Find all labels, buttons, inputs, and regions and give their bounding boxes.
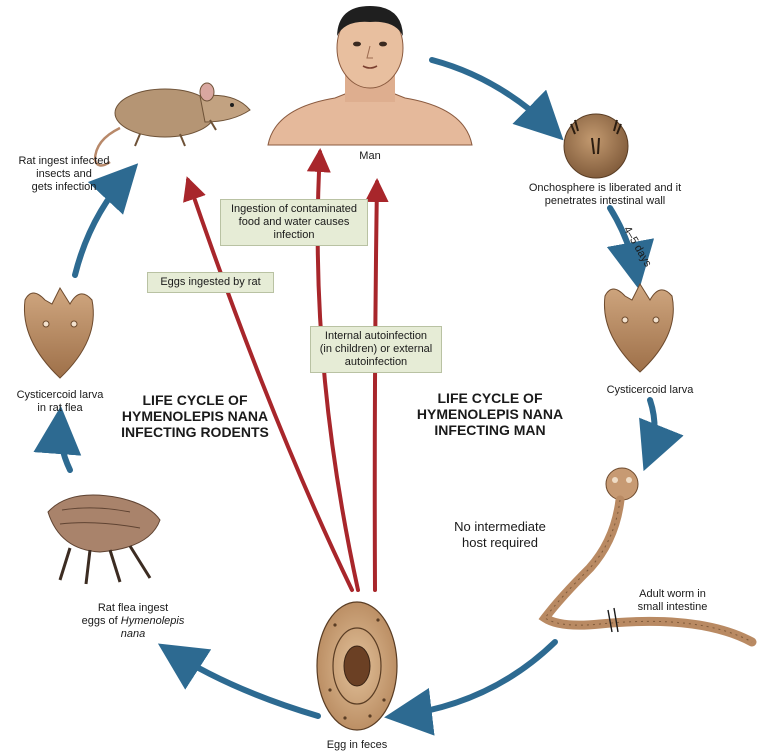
man-illustration [267,6,473,146]
cysticercoid-larva-flea-illustration [23,286,94,379]
label-rat-flea-genus: Hymenolepis [120,615,185,627]
arrow-egg-to-man-autoinfection [364,178,389,592]
cycle-arrows [33,57,684,736]
arrow-flea-to-cysticercoid [33,406,82,473]
label-rat-flea-species: nana [120,628,146,640]
cysticercoid-larva-man-illustration [603,282,674,373]
box-contaminated-food: Ingestion of contaminated food and water… [220,199,368,246]
label-rat-flea: Rat flea ingest eggs of Hymenolepis nana [78,602,188,641]
label-egg: Egg in feces [326,739,388,751]
onchosphere-illustration [563,113,629,179]
label-rat: Rat ingest infected insects and gets inf… [18,155,110,193]
arrow-man-to-onchosphere [429,57,564,141]
title-rodents: LIFE CYCLE OF HYMENOLEPIS NANA INFECTING… [121,392,269,440]
label-onchosphere: Onchosphere is liberated and it penetrat… [528,182,682,207]
adult-worm-illustration [538,467,757,647]
rat-illustration [93,82,251,167]
arrow-egg-to-flea [157,643,321,719]
label-cysticercoid-man: Cysticercoid larva [606,384,694,396]
arrow-cysticercoid-to-adult [639,397,684,472]
arrow-adult-to-egg [384,639,558,736]
label-cysticercoid-flea: Cysticercoid larva in rat flea [16,389,104,414]
label-man: Man [359,150,381,162]
rat-flea-illustration [47,494,161,585]
egg-illustration [316,601,398,731]
arrow-cysticercoid-to-rat [72,163,139,278]
label-no-intermediate: No intermediate host required [454,519,546,550]
label-rat-flea-line2: eggs of [81,615,121,627]
label-rat-flea-line1: Rat flea ingest [97,602,169,614]
label-adult-worm: Adult worm in small intestine [637,588,708,613]
title-man: LIFE CYCLE OF HYMENOLEPIS NANA INFECTING… [416,390,564,438]
arrow-onchosphere-to-cysticercoid [606,205,655,290]
box-autoinfection: Internal autoinfection (in children) or … [310,326,442,373]
box-eggs-ingested-by-rat: Eggs ingested by rat [147,272,274,293]
arrow-egg-to-rat [183,176,354,592]
